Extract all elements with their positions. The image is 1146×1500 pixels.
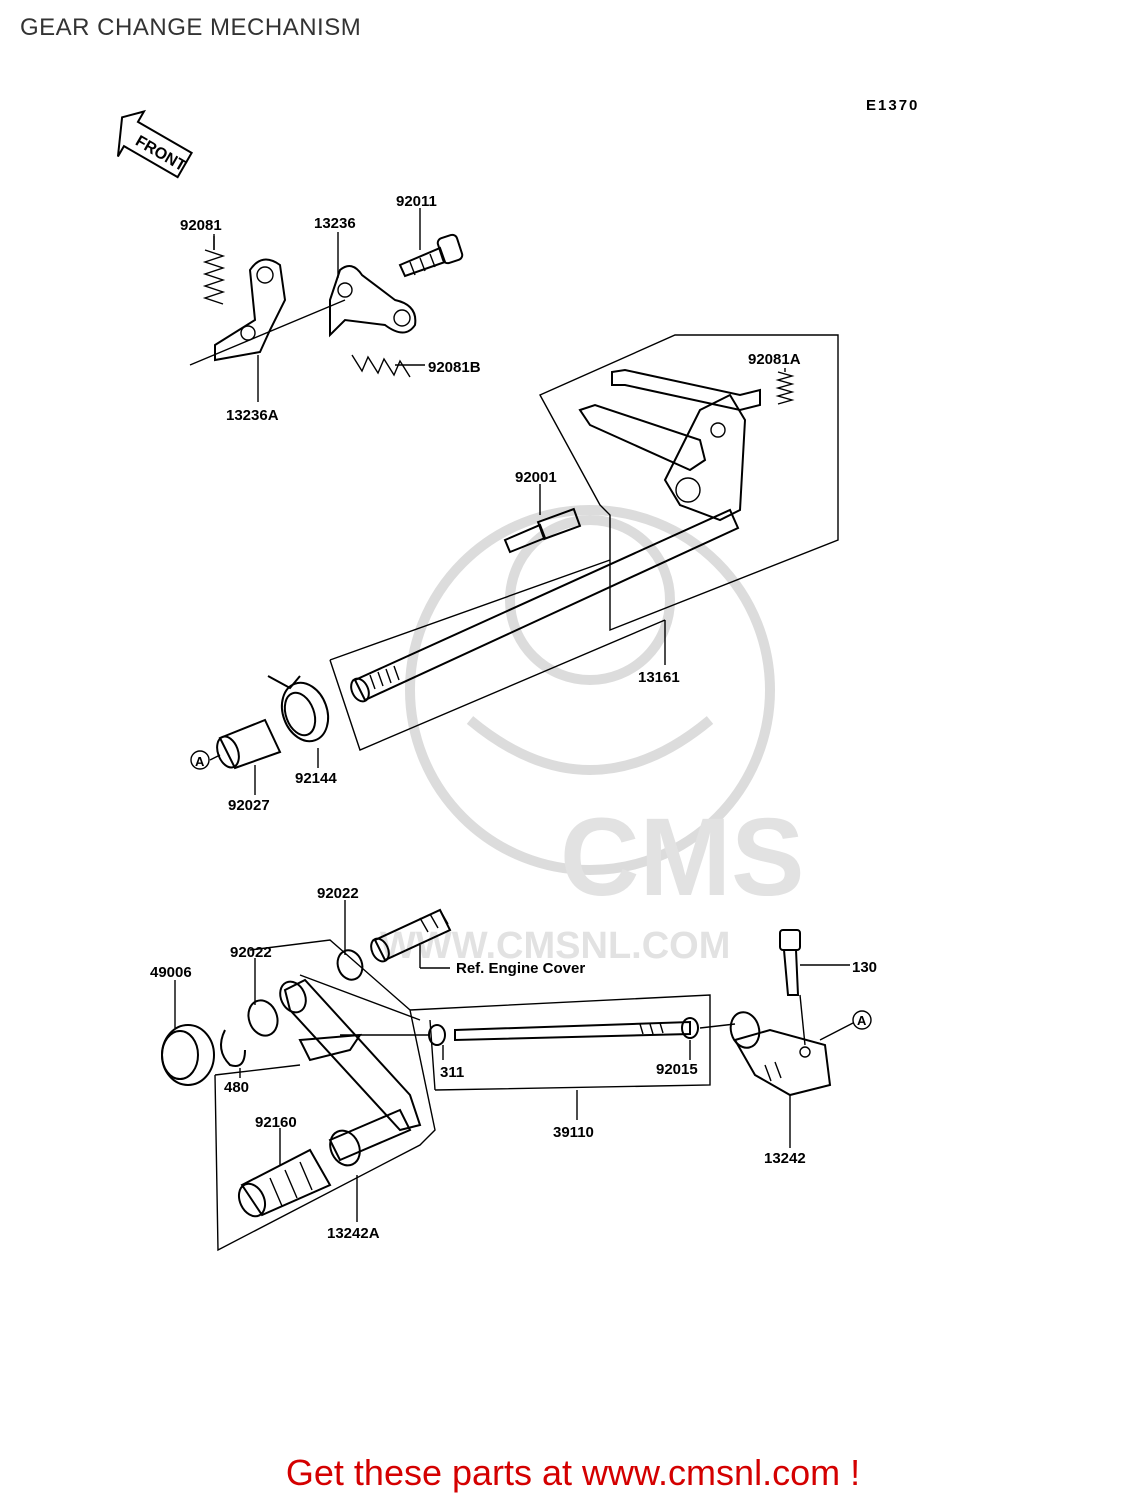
lever-13236A-drawing xyxy=(189,258,346,366)
circlip-480-drawing xyxy=(220,1029,246,1067)
part-label-13242: 13242 xyxy=(764,1150,806,1167)
spring-92081A-drawing xyxy=(775,371,795,405)
part-label-92027: 92027 xyxy=(228,797,270,814)
spring-92081B-drawing xyxy=(351,354,411,378)
part-label-480: 480 xyxy=(224,1079,249,1096)
part-label-92011: 92011 xyxy=(396,193,437,210)
leader-lines xyxy=(174,208,791,1222)
part-label-92081B: 92081B xyxy=(428,359,481,376)
part-label-130: 130 xyxy=(852,959,877,976)
part-label-92022-left: 92022 xyxy=(230,944,272,961)
part-label-311: 311 xyxy=(440,1064,464,1081)
nut-311-drawing xyxy=(340,1024,446,1046)
part-label-13161: 13161 xyxy=(638,669,680,686)
part-label-92081: 92081 xyxy=(180,217,222,234)
part-label-92160: 92160 xyxy=(255,1114,297,1131)
watermark-logo-text: CMS xyxy=(560,796,804,919)
pedal-group-outline xyxy=(214,939,436,1252)
reference-marker-a-left: A xyxy=(190,750,210,770)
tie-rod-39110-drawing xyxy=(454,1020,691,1042)
marker-a-right-text: A xyxy=(857,1013,867,1028)
washer-92022-left-drawing xyxy=(247,999,279,1037)
watermark-url-text: WWW.CMSNL.COM xyxy=(380,925,730,967)
part-label-92001: 92001 xyxy=(515,469,557,486)
washer-92022-top-drawing xyxy=(336,949,364,981)
part-label-92022-top: 92022 xyxy=(317,885,359,902)
bolt-130-drawing xyxy=(779,929,850,1046)
part-label-13236A: 13236A xyxy=(226,407,279,424)
cap-49006-drawing xyxy=(161,1024,215,1086)
bolt-92011-drawing xyxy=(398,233,464,278)
page-title: GEAR CHANGE MECHANISM xyxy=(20,14,362,41)
part-label-13236: 13236 xyxy=(314,215,356,232)
shaft-group-outline xyxy=(329,334,839,751)
stud-92001-drawing xyxy=(503,507,582,554)
figure-code: E1370 xyxy=(866,97,919,114)
part-label-39110: 39110 xyxy=(553,1124,594,1141)
shift-shaft-13161-drawing xyxy=(350,508,740,703)
part-label-92015: 92015 xyxy=(656,1061,698,1078)
lever-13236-drawing xyxy=(329,265,417,338)
return-spring-92144-drawing xyxy=(267,675,330,743)
shift-fork-drawing xyxy=(578,368,761,522)
part-label-92081A: 92081A xyxy=(748,351,801,368)
part-label-92144: 92144 xyxy=(295,770,337,787)
tie-rod-group-outline xyxy=(409,994,711,1091)
part-label-13242A: 13242A xyxy=(327,1225,380,1242)
front-arrow-icon: FRONT xyxy=(116,109,194,179)
footpeg-rubber-92160-drawing xyxy=(237,1148,332,1218)
marker-a-left-text: A xyxy=(195,754,205,769)
front-arrow-text: FRONT xyxy=(132,133,188,175)
pivot-bolt-drawing xyxy=(370,908,452,969)
nut-92015-drawing xyxy=(681,1017,736,1039)
pedal-13242A-drawing xyxy=(279,978,422,1167)
shift-lever-13242-drawing xyxy=(729,1011,832,1097)
ref-engine-cover-note: Ref. Engine Cover xyxy=(456,960,585,977)
cms-watermark: CMS WWW.CMSNL.COM xyxy=(380,505,804,967)
reference-marker-a-right: A xyxy=(819,1010,872,1041)
collar-92027-drawing xyxy=(209,718,282,770)
promo-link[interactable]: Get these parts at www.cmsnl.com ! xyxy=(285,1452,861,1493)
part-label-49006: 49006 xyxy=(150,964,192,981)
